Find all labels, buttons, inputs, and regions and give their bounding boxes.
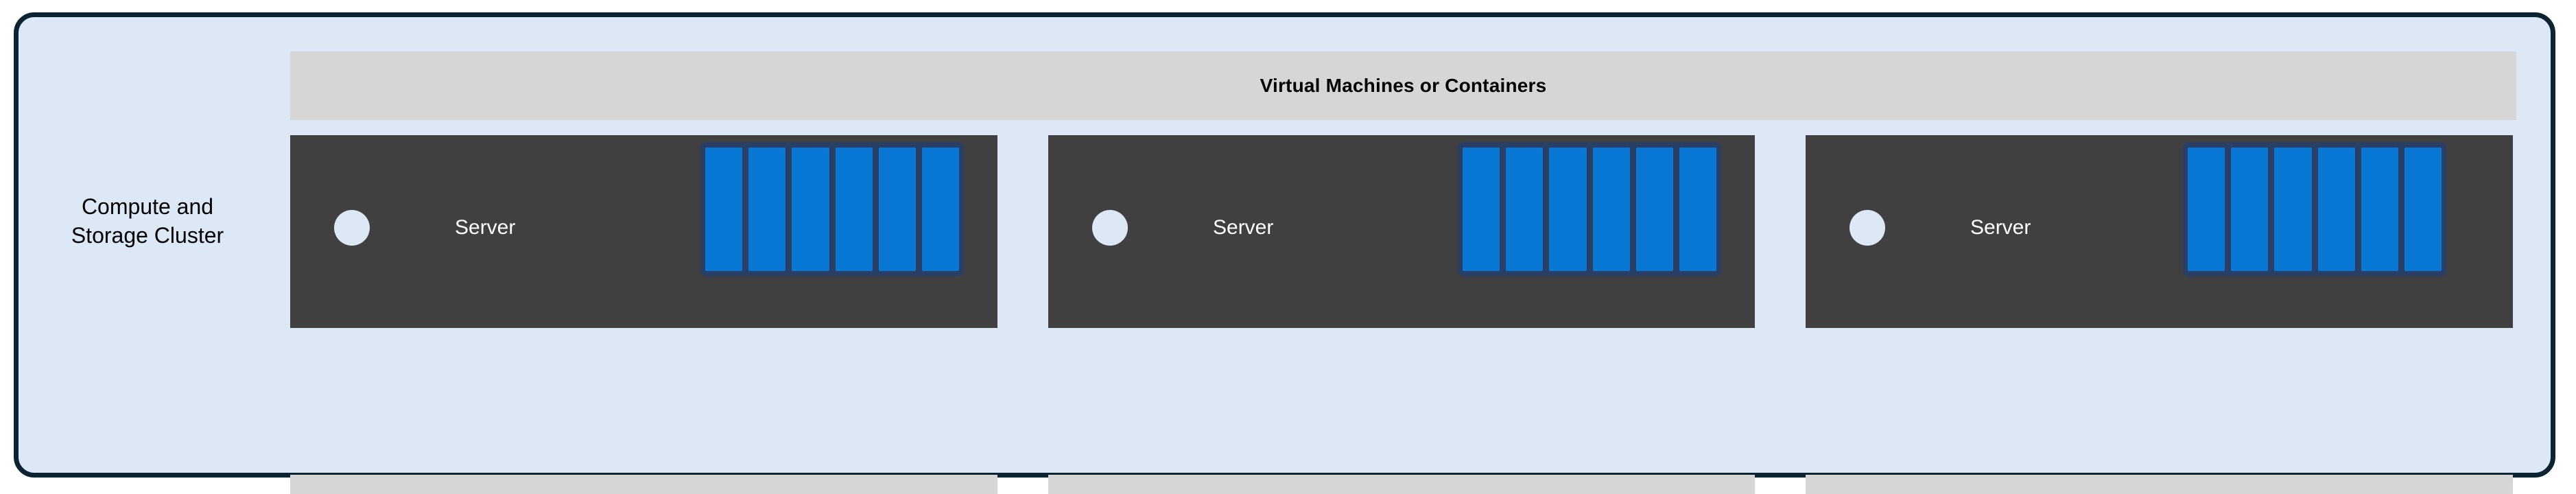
drive-icon	[1635, 148, 1673, 271]
drive-icon	[878, 148, 916, 271]
drive-icon	[1463, 148, 1500, 271]
drive-icon	[792, 148, 829, 271]
vm-header-label: Virtual Machines or Containers	[1260, 75, 1547, 96]
server-status-led-icon	[1092, 210, 1128, 246]
drive-icon	[705, 148, 743, 271]
local-storage-band: Local Storage (HDD, SSD, NVMe)	[1806, 475, 2513, 494]
cluster-label: Compute and Storage Cluster	[71, 194, 224, 248]
drive-bay	[1458, 142, 1721, 277]
drive-icon	[2274, 148, 2312, 271]
cluster-node: Server Local Storage (HDD, SSD, NVMe)	[1806, 135, 2513, 494]
server-chassis: Server	[1806, 135, 2513, 328]
drive-icon	[835, 148, 873, 271]
cluster-node: Server Local Storage (HDD, SSD, NVMe)	[1048, 135, 1755, 494]
drive-icon	[1506, 148, 1544, 271]
virtual-machines-or-containers-band: Virtual Machines or Containers	[290, 51, 2516, 120]
drive-icon	[2231, 148, 2269, 271]
drive-icon	[1549, 148, 1587, 271]
drive-icon	[748, 148, 786, 271]
drive-bay	[700, 142, 964, 277]
server-label: Server	[1970, 216, 2031, 239]
local-storage-band: Local Storage (HDD, SSD, NVMe)	[1048, 475, 1755, 494]
server-chassis: Server	[1048, 135, 1755, 328]
drive-icon	[2317, 148, 2355, 271]
server-chassis: Server	[290, 135, 997, 328]
cluster-node: Server Local Storage (HDD, SSD, NVMe)	[290, 135, 997, 494]
server-status-led-icon	[1850, 210, 1885, 246]
drive-icon	[2361, 148, 2398, 271]
server-label: Server	[455, 216, 516, 239]
drive-icon	[2188, 148, 2225, 271]
server-status-led-icon	[334, 210, 370, 246]
local-storage-band: Local Storage (HDD, SSD, NVMe)	[290, 475, 997, 494]
drive-icon	[921, 148, 960, 271]
server-label: Server	[1213, 216, 1274, 239]
drive-icon	[1592, 148, 1630, 271]
drive-bay	[2183, 142, 2446, 277]
drive-icon	[2404, 148, 2442, 271]
drive-icon	[1679, 148, 1717, 271]
